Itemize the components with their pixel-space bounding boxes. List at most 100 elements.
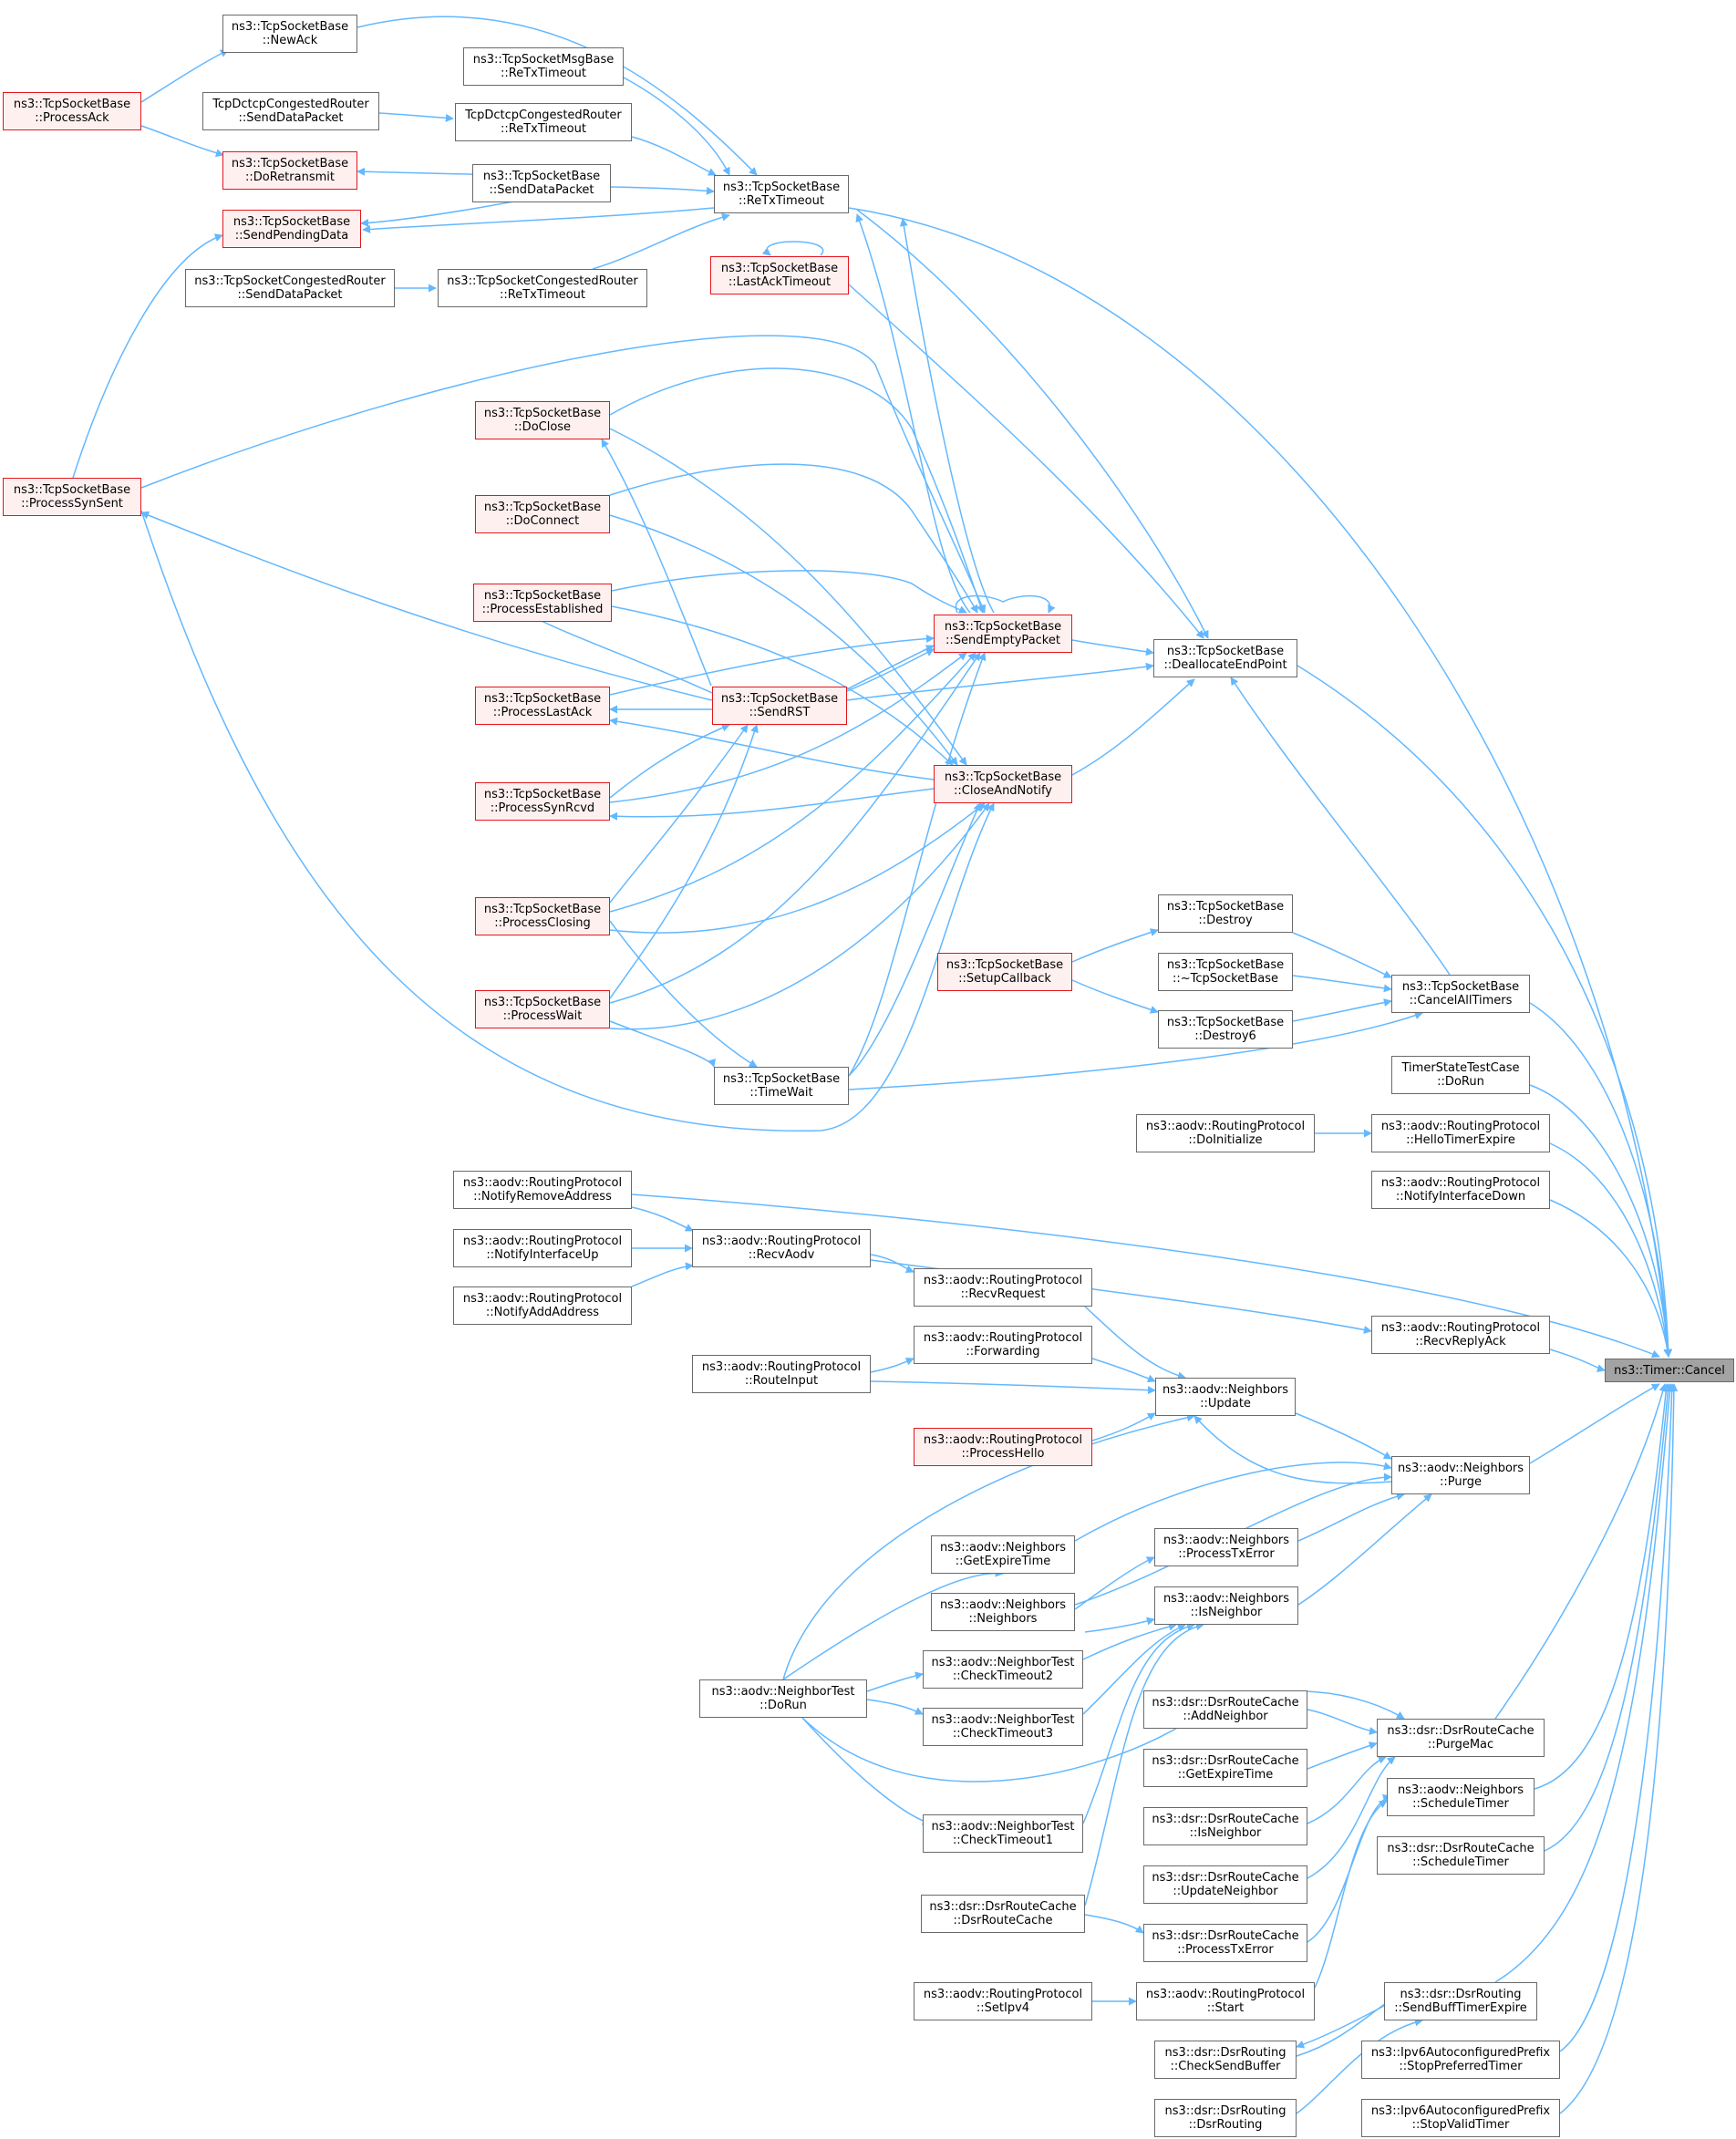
node-label-line1: ns3::TcpSocketBase [231,20,349,34]
call-edge [1091,1358,1156,1383]
node-cr-senddatapacket[interactable]: ns3::TcpSocketCongestedRouter::SendDataP… [185,269,395,307]
node-aodv-recvrequest[interactable]: ns3::aodv::RoutingProtocol::RecvRequest [914,1268,1092,1307]
node-neighbortest-checktimeout1[interactable]: ns3::aodv::NeighborTest::CheckTimeout1 [923,1814,1083,1853]
node-aodv-routeinput[interactable]: ns3::aodv::RoutingProtocol::RouteInput [692,1355,871,1393]
call-edge [611,605,954,766]
node-ipv6prefix-stopvalidtimer[interactable]: ns3::Ipv6AutoconfiguredPrefix::StopValid… [1361,2099,1560,2137]
node-dsrcache-updateneighbor[interactable]: ns3::dsr::DsrRouteCache::UpdateNeighbor [1143,1865,1307,1904]
node-aodv-notifyinterfaceup[interactable]: ns3::aodv::RoutingProtocol::NotifyInterf… [453,1229,632,1267]
node-aodv-processhello[interactable]: ns3::aodv::RoutingProtocol::ProcessHello [914,1428,1092,1466]
node-tcp-sendrst[interactable]: ns3::TcpSocketBase::SendRST [712,687,847,725]
node-dsrcache-purgemac[interactable]: ns3::dsr::DsrRouteCache::PurgeMac [1377,1719,1545,1757]
node-dsrrouting-sendbufftimerexpire[interactable]: ns3::dsr::DsrRouting::SendBuffTimerExpir… [1384,1982,1537,2020]
node-label-line2: ::DeallocateEndPoint [1163,658,1287,672]
node-tcp-processack[interactable]: ns3::TcpSocketBase::ProcessAck [3,92,141,130]
node-neighbors-getexpiretime[interactable]: ns3::aodv::Neighbors::GetExpireTime [931,1535,1075,1574]
node-label-line1: ns3::aodv::Neighbors [1162,1383,1289,1397]
call-edge [1494,1383,1668,1720]
node-label-line2: ::Destroy6 [1194,1029,1256,1043]
node-tcp-destroy[interactable]: ns3::TcpSocketBase::Destroy [1158,894,1293,933]
node-tcp-doclose[interactable]: ns3::TcpSocketBase::DoClose [475,401,610,439]
node-dsrcache-isneighbor[interactable]: ns3::dsr::DsrRouteCache::IsNeighbor [1143,1807,1307,1845]
node-dsrcache-processtxerror[interactable]: ns3::dsr::DsrRouteCache::ProcessTxError [1143,1924,1307,1962]
call-edge [609,463,978,614]
node-ipv6prefix-stoppreferredtimer[interactable]: ns3::Ipv6AutoconfiguredPrefix::StopPrefe… [1361,2041,1560,2079]
node-tcp-cancelalltimers[interactable]: ns3::TcpSocketBase::CancelAllTimers [1391,975,1530,1013]
node-tcp-newack[interactable]: ns3::TcpSocketBase::NewAck [222,15,357,53]
node-tcp-sendemptypacket[interactable]: ns3::TcpSocketBase::SendEmptyPacket [934,615,1072,653]
node-tcp-closeandnotify[interactable]: ns3::TcpSocketBase::CloseAndNotify [934,765,1072,803]
node-tcp-senddatapacket[interactable]: ns3::TcpSocketBase::SendDataPacket [472,164,611,202]
node-tcp-processsynrcvd[interactable]: ns3::TcpSocketBase::ProcessSynRcvd [475,782,610,821]
node-tcp-deallocateendpoint[interactable]: ns3::TcpSocketBase::DeallocateEndPoint [1153,639,1297,677]
node-neighbors-scheduletimer[interactable]: ns3::aodv::Neighbors::ScheduleTimer [1387,1778,1534,1816]
node-label-line1: ns3::dsr::DsrRouting [1164,2104,1286,2118]
node-cr-retxtimeout[interactable]: ns3::TcpSocketCongestedRouter::ReTxTimeo… [438,269,647,307]
node-aodv-hellotimerexpire[interactable]: ns3::aodv::RoutingProtocol::HelloTimerEx… [1371,1114,1550,1152]
node-aodv-recvaodv[interactable]: ns3::aodv::RoutingProtocol::RecvAodv [692,1229,871,1267]
node-tcp-processclosing[interactable]: ns3::TcpSocketBase::ProcessClosing [475,897,610,935]
node-aodv-notifyremoveaddress[interactable]: ns3::aodv::RoutingProtocol::NotifyRemove… [453,1171,632,1209]
call-edge [1074,1472,1392,1606]
node-tcp-lastacktimeout[interactable]: ns3::TcpSocketBase::LastAckTimeout [710,256,849,294]
node-label-line1: ns3::aodv::RoutingProtocol [923,1988,1083,2001]
node-label-line2: ::ProcessSynRcvd [490,801,595,815]
node-label-line2: ::IsNeighbor [1189,1826,1262,1840]
node-aodv-start[interactable]: ns3::aodv::RoutingProtocol::Start [1136,1982,1315,2020]
node-neighbors-update[interactable]: ns3::aodv::Neighbors::Update [1155,1378,1296,1416]
node-tcp-processwait[interactable]: ns3::TcpSocketBase::ProcessWait [475,990,610,1028]
call-edge [1534,1383,1670,1790]
node-tcp-sendpendingdata[interactable]: ns3::TcpSocketBase::SendPendingData [222,210,361,248]
node-dsrcache-addneighbor[interactable]: ns3::dsr::DsrRouteCache::AddNeighbor [1143,1690,1307,1729]
node-tcp-doconnect[interactable]: ns3::TcpSocketBase::DoConnect [475,495,610,533]
node-dsrrouting-dsrrouting[interactable]: ns3::dsr::DsrRouting::DsrRouting [1154,2099,1297,2137]
call-edge [1084,1617,1155,1633]
node-ns3-timer-cancel[interactable]: ns3::Timer::Cancel [1605,1359,1734,1382]
node-neighbors-processtxerror[interactable]: ns3::aodv::Neighbors::ProcessTxError [1154,1528,1298,1566]
node-tcp-processestablished[interactable]: ns3::TcpSocketBase::ProcessEstablished [473,584,612,622]
node-label-line2: ::ScheduleTimer [1412,1797,1509,1811]
node-label-line2: ::~TcpSocketBase [1173,972,1278,986]
node-tcp-destroy6[interactable]: ns3::TcpSocketBase::Destroy6 [1158,1010,1293,1049]
node-neighbors-neighbors[interactable]: ns3::aodv::Neighbors::Neighbors [931,1593,1075,1631]
node-aodv-notifyinterfacedown[interactable]: ns3::aodv::RoutingProtocol::NotifyInterf… [1371,1171,1550,1209]
node-neighbortest-checktimeout3[interactable]: ns3::aodv::NeighborTest::CheckTimeout3 [923,1708,1083,1746]
node-tcp-timewait[interactable]: ns3::TcpSocketBase::TimeWait [714,1067,849,1105]
node-label-line1: ns3::TcpSocketBase [483,407,602,420]
node-tcp-processsynsent[interactable]: ns3::TcpSocketBase::ProcessSynSent [3,478,141,516]
node-dctcp-retxtimeout[interactable]: TcpDctcpCongestedRouter::ReTxTimeout [455,103,632,141]
node-label-line2: ::IsNeighbor [1190,1606,1263,1619]
node-neighbors-purge[interactable]: ns3::aodv::Neighbors::Purge [1391,1456,1530,1494]
call-edge [631,1206,694,1232]
node-aodv-forwarding[interactable]: ns3::aodv::RoutingProtocol::Forwarding [914,1326,1092,1364]
node-neighbors-isneighbor[interactable]: ns3::aodv::Neighbors::IsNeighbor [1154,1586,1298,1625]
node-neighbortest-dorun[interactable]: ns3::aodv::NeighborTest::DoRun [699,1679,867,1718]
node-tcp-destructor[interactable]: ns3::TcpSocketBase::~TcpSocketBase [1158,953,1293,991]
node-label-line1: ns3::aodv::RoutingProtocol [1145,1120,1306,1133]
node-aodv-doinitialize[interactable]: ns3::aodv::RoutingProtocol::DoInitialize [1136,1114,1315,1152]
node-tcp-processlastack[interactable]: ns3::TcpSocketBase::ProcessLastAck [475,687,610,725]
node-dsrrouting-checksendbuffer[interactable]: ns3::dsr::DsrRouting::CheckSendBuffer [1154,2041,1297,2079]
node-label-line2: ::SetIpv4 [976,2001,1030,2015]
node-tcp-setupcallback[interactable]: ns3::TcpSocketBase::SetupCallback [937,953,1072,991]
node-label-line2: ::ReTxTimeout [500,288,585,302]
call-edge [782,1568,1004,1680]
node-dsrcache-getexpiretime[interactable]: ns3::dsr::DsrRouteCache::GetExpireTime [1143,1749,1307,1787]
node-dsrcache-scheduletimer[interactable]: ns3::dsr::DsrRouteCache::ScheduleTimer [1377,1836,1545,1875]
call-edge [609,652,981,1004]
node-dsrcache-dsrroutecache[interactable]: ns3::dsr::DsrRouteCache::DsrRouteCache [921,1895,1085,1933]
node-aodv-notifyaddaddress[interactable]: ns3::aodv::RoutingProtocol::NotifyAddAdd… [453,1286,632,1325]
call-edge [1082,1624,1186,1715]
node-timerstate-dorun[interactable]: TimerStateTestCase::DoRun [1391,1056,1530,1094]
node-label-line2: ::ProcessTxError [1177,1943,1274,1957]
node-tcp-doretransmit[interactable]: ns3::TcpSocketBase::DoRetransmit [222,151,357,190]
node-dctcp-senddatapacket[interactable]: TcpDctcpCongestedRouter::SendDataPacket [202,92,379,130]
node-label-line1: ns3::aodv::Neighbors [939,1541,1067,1555]
node-tcp-retxtimeout[interactable]: ns3::TcpSocketBase::ReTxTimeout [714,175,849,213]
node-aodv-setipv4[interactable]: ns3::aodv::RoutingProtocol::SetIpv4 [914,1982,1092,2020]
node-tcpmsg-retxtimeout[interactable]: ns3::TcpSocketMsgBase::ReTxTimeout [463,47,624,86]
node-neighbortest-checktimeout2[interactable]: ns3::aodv::NeighborTest::CheckTimeout2 [923,1650,1083,1689]
node-aodv-recvreplyack[interactable]: ns3::aodv::RoutingProtocol::RecvReplyAck [1371,1316,1550,1354]
call-edge [1071,678,1195,776]
node-label-line1: ns3::aodv::RoutingProtocol [1145,1988,1306,2001]
